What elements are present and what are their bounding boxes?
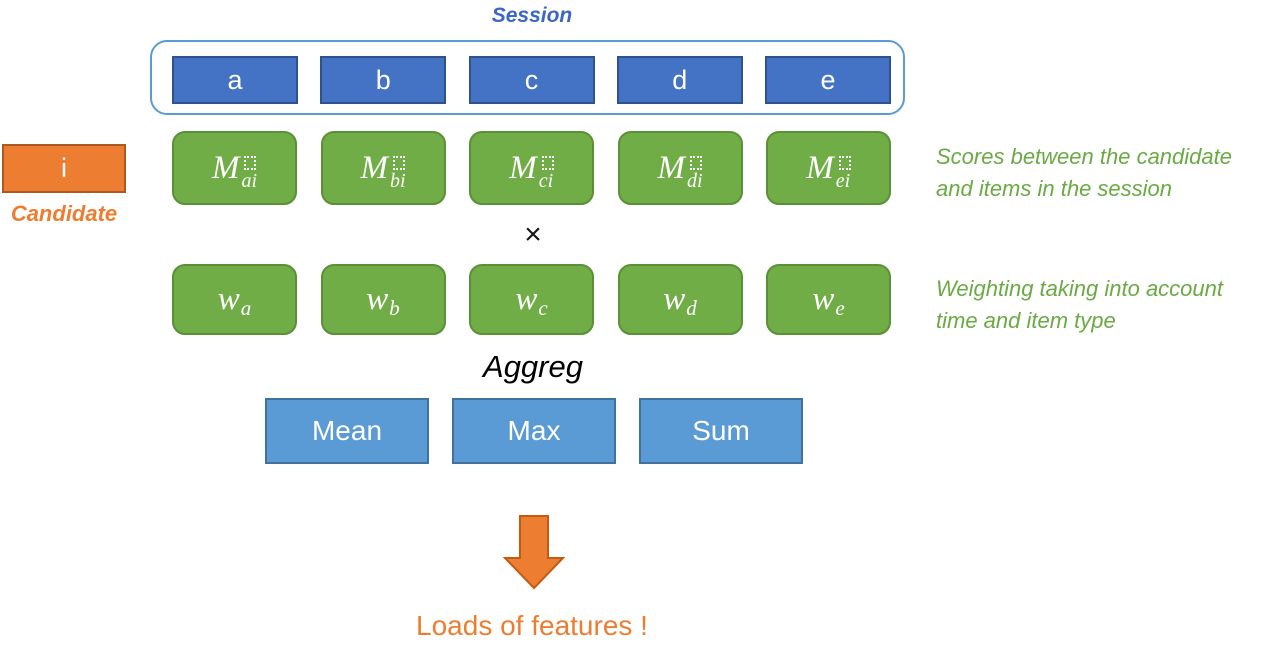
score-base-letter: M	[360, 149, 388, 186]
score-formula: M ci	[509, 149, 554, 191]
weights-row: w a w b w c w d w e	[172, 264, 891, 335]
weight-box-c: w c	[469, 264, 594, 335]
session-item-e: e	[765, 56, 891, 104]
score-box-ci: M ci	[469, 131, 594, 205]
scores-annotation: Scores between the candidate and items i…	[936, 141, 1280, 205]
placeholder-box-icon	[244, 155, 257, 170]
score-box-ai: M ai	[172, 131, 297, 205]
weights-annotation-line1: Weighting taking into account	[936, 276, 1223, 301]
session-item-a: a	[172, 56, 298, 104]
score-base-letter: M	[806, 149, 834, 186]
score-formula: M ai	[211, 149, 257, 191]
scores-annotation-line2: and items in the session	[936, 176, 1173, 201]
aggreg-label: Aggreg	[483, 349, 583, 384]
session-item-b: b	[320, 56, 447, 104]
score-formula: M ei	[806, 149, 851, 191]
session-container	[150, 40, 905, 115]
weight-box-e: w e	[766, 264, 891, 335]
score-formula: M bi	[360, 149, 405, 191]
weights-annotation-line2: time and item type	[936, 308, 1116, 333]
score-subscript: ei	[835, 169, 851, 192]
score-base-letter: M	[509, 149, 537, 186]
weight-base-letter: w	[663, 281, 686, 317]
candidate-caption: Candidate	[10, 201, 118, 226]
session-item-c: c	[468, 56, 595, 104]
scores-annotation-line1: Scores between the candidate	[936, 144, 1232, 169]
weight-box-b: w b	[320, 264, 446, 335]
result-label: Loads of features !	[416, 610, 648, 641]
agg-box-mean: Mean	[265, 398, 429, 464]
weight-base-letter: w	[366, 281, 389, 317]
multiply-symbol: ×	[524, 218, 542, 251]
score-subscript: ci	[538, 169, 554, 192]
score-subscript: bi	[389, 169, 406, 192]
weight-base-letter: w	[217, 281, 240, 317]
score-subscript: ai	[241, 169, 258, 192]
candidate-box: i	[2, 144, 126, 193]
weight-subscript: c	[538, 296, 548, 320]
score-box-bi: M bi	[320, 131, 446, 205]
placeholder-box-icon	[689, 155, 702, 170]
placeholder-box-icon	[838, 155, 851, 170]
weight-subscript: e	[835, 296, 845, 320]
agg-box-max: Max	[452, 398, 616, 464]
agg-box-sum: Sum	[639, 398, 803, 464]
score-base-letter: M	[657, 149, 685, 186]
session-label: Session	[491, 4, 573, 27]
weight-subscript: d	[686, 296, 697, 320]
weights-annotation: Weighting taking into account time and i…	[936, 273, 1280, 337]
score-formula: M di	[657, 149, 702, 191]
session-item-d: d	[616, 56, 743, 104]
weight-box-a: w a	[172, 264, 297, 335]
weight-base-letter: w	[812, 281, 835, 317]
down-arrow-icon	[503, 515, 565, 590]
aggregation-row: Mean Max Sum	[265, 398, 803, 464]
weight-box-d: w d	[617, 264, 743, 335]
score-box-ei: M ei	[766, 131, 891, 205]
score-base-letter: M	[211, 149, 240, 186]
placeholder-box-icon	[541, 155, 554, 170]
weight-base-letter: w	[515, 281, 538, 317]
weight-subscript: b	[389, 296, 400, 320]
scores-row: M ai M bi M ci M	[172, 131, 891, 205]
placeholder-box-icon	[392, 155, 405, 170]
score-box-di: M di	[617, 131, 743, 205]
weight-subscript: a	[240, 296, 252, 320]
session-items-row: a b c d e	[172, 56, 891, 104]
score-subscript: di	[686, 169, 703, 192]
